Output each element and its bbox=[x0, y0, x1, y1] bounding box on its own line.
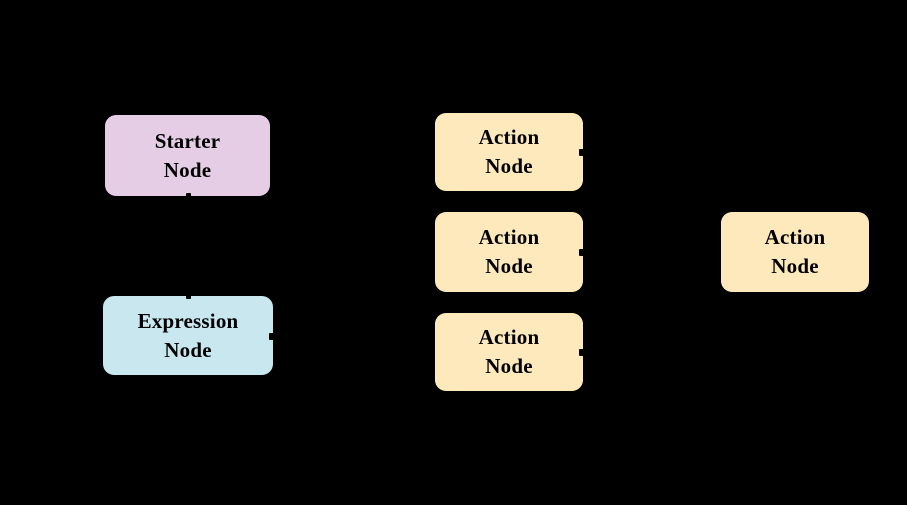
starter-node-label-line2: Node bbox=[163, 157, 212, 182]
action-node-1-label-line1: Action bbox=[478, 125, 540, 150]
edge-action-1-to-action-4 bbox=[582, 151, 722, 253]
edge-action-3-to-action-4 bbox=[582, 251, 722, 353]
expression-node-label-line1: Expression bbox=[137, 308, 239, 333]
action-node-3-label-line1: Action bbox=[478, 325, 540, 350]
expression-node-label-line2: Node bbox=[164, 337, 212, 362]
action-node-1-label-line2: Node bbox=[485, 154, 533, 178]
action-node-3[interactable]: Action Node bbox=[435, 313, 585, 391]
action-node-1[interactable]: Action Node bbox=[435, 113, 585, 191]
starter-node-label-line1: Starter bbox=[154, 128, 221, 153]
action-node-4[interactable]: Action Node bbox=[721, 212, 869, 292]
action-node-3-output-port[interactable] bbox=[579, 349, 585, 356]
edge-expression-to-action-1 bbox=[272, 151, 436, 334]
action-node-4-label-line2: Node bbox=[771, 254, 819, 278]
edge-expression-to-action-2 bbox=[272, 251, 436, 334]
expression-node-input-port[interactable] bbox=[186, 294, 191, 299]
action-node-2-output-port[interactable] bbox=[579, 249, 585, 256]
action-node-1-output-port[interactable] bbox=[579, 149, 585, 156]
action-node-2[interactable]: Action Node bbox=[435, 212, 585, 292]
action-node-2-label-line1: Action bbox=[478, 225, 540, 250]
expression-node-output-port[interactable] bbox=[269, 332, 275, 340]
starter-node-output-port[interactable] bbox=[185, 193, 191, 198]
edge-expression-to-action-3 bbox=[272, 332, 436, 353]
action-node-3-label-line2: Node bbox=[485, 354, 533, 378]
starter-node[interactable]: Starter Node bbox=[105, 115, 270, 198]
expression-node[interactable]: Expression Node bbox=[103, 294, 275, 375]
action-node-4-label-line1: Action bbox=[764, 225, 826, 250]
action-node-2-label-line2: Node bbox=[485, 254, 533, 278]
